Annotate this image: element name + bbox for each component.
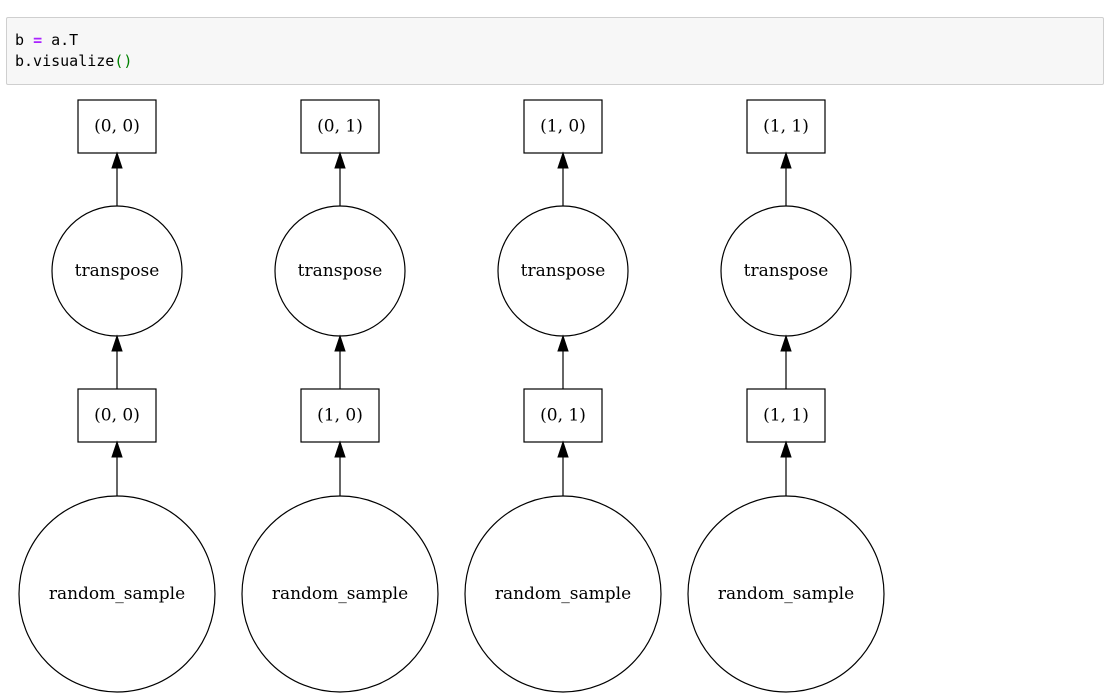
code-cell[interactable]: b = a.T b.visualize() bbox=[6, 17, 1104, 85]
random-sample-node bbox=[687, 495, 885, 693]
random-sample-label: random_sample bbox=[272, 584, 408, 604]
code-operator: = bbox=[33, 31, 43, 49]
transpose-label: transpose bbox=[521, 261, 606, 281]
output-key-label: (1, 1) bbox=[763, 117, 809, 137]
edge-source-to-input-head bbox=[780, 440, 792, 458]
edge-input-to-transpose-head bbox=[111, 334, 123, 352]
random-sample-label: random_sample bbox=[718, 584, 854, 604]
edge-input-to-transpose-head bbox=[780, 334, 792, 352]
output-key-label: (1, 0) bbox=[540, 117, 586, 137]
code-editor[interactable]: b = a.T b.visualize() bbox=[15, 30, 132, 72]
edge-source-to-input-head bbox=[111, 440, 123, 458]
input-key-box bbox=[523, 388, 603, 443]
output-key-box bbox=[77, 99, 157, 154]
random-sample-node bbox=[18, 495, 216, 693]
input-key-box bbox=[300, 388, 380, 443]
edge-transpose-to-output-head bbox=[780, 151, 792, 169]
code-expression: a.T bbox=[51, 31, 79, 49]
edge-transpose-to-output-head bbox=[557, 151, 569, 169]
output-key-box bbox=[300, 99, 380, 154]
edge-source-to-input-head bbox=[334, 440, 346, 458]
edge-source-to-input-head bbox=[557, 440, 569, 458]
random-sample-node bbox=[464, 495, 662, 693]
random-sample-node bbox=[241, 495, 439, 693]
input-key-box bbox=[746, 388, 826, 443]
input-key-box bbox=[77, 388, 157, 443]
code-var: b bbox=[15, 31, 25, 49]
input-key-label: (0, 0) bbox=[94, 406, 140, 426]
edge-input-to-transpose-head bbox=[334, 334, 346, 352]
input-key-label: (1, 0) bbox=[317, 406, 363, 426]
code-call: b.visualize bbox=[15, 52, 115, 70]
random-sample-label: random_sample bbox=[495, 584, 631, 604]
transpose-label: transpose bbox=[75, 261, 160, 281]
output-key-box bbox=[746, 99, 826, 154]
transpose-label: transpose bbox=[744, 261, 829, 281]
edge-input-to-transpose-head bbox=[557, 334, 569, 352]
random-sample-label: random_sample bbox=[49, 584, 185, 604]
input-key-label: (0, 1) bbox=[540, 406, 586, 426]
edge-transpose-to-output-head bbox=[334, 151, 346, 169]
output-key-label: (0, 1) bbox=[317, 117, 363, 137]
input-key-label: (1, 1) bbox=[763, 406, 809, 426]
output-key-label: (0, 0) bbox=[94, 117, 140, 137]
edge-transpose-to-output-head bbox=[111, 151, 123, 169]
output-key-box bbox=[523, 99, 603, 154]
transpose-label: transpose bbox=[298, 261, 383, 281]
code-parens: () bbox=[114, 52, 133, 70]
